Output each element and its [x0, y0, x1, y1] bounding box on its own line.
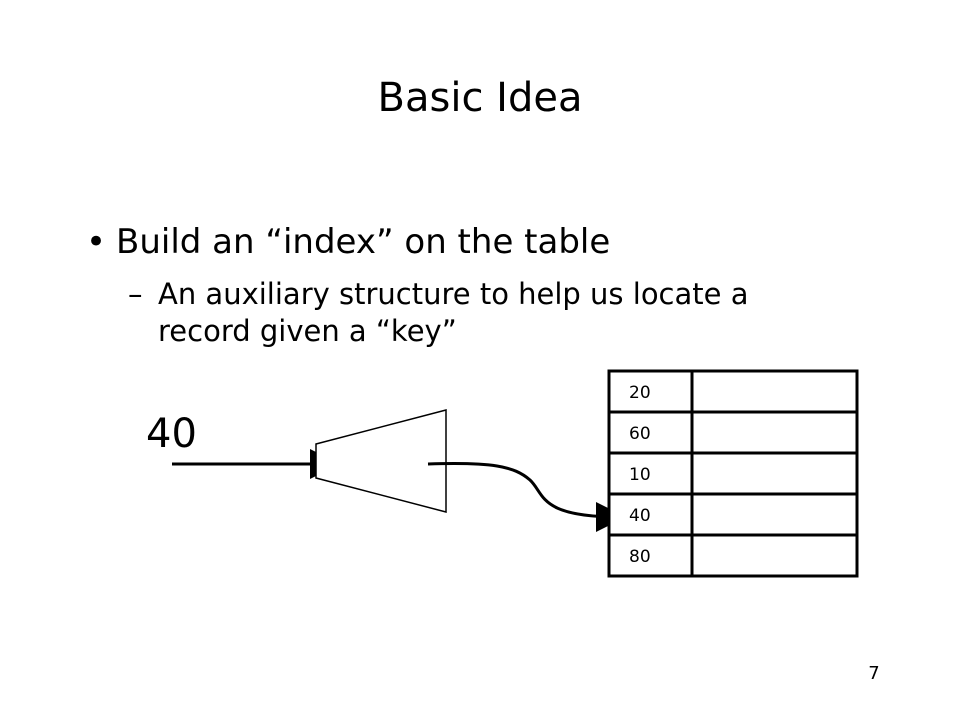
- sub-bullet: – An auxiliary structure to help us loca…: [128, 276, 848, 350]
- slide-title: Basic Idea: [377, 75, 583, 121]
- output-arrow: [427, 462, 626, 532]
- main-bullet: •Build an “index” on the table: [86, 220, 610, 264]
- sub-bullet-text: An auxiliary structure to help us locate…: [158, 277, 749, 348]
- index-structure-shape: [315, 409, 447, 513]
- page-number: 7: [868, 663, 880, 684]
- search-key-value: 40: [146, 411, 197, 457]
- record-table-border: [607, 369, 859, 578]
- table-cell-key: 40: [629, 506, 651, 526]
- table-cell-key: 20: [629, 383, 651, 403]
- table-cell-key: 10: [629, 465, 651, 485]
- bullet-marker: •: [86, 222, 107, 262]
- table-cell-key: 60: [629, 424, 651, 444]
- sub-bullet-marker: –: [128, 277, 143, 311]
- table-cell-key: 80: [629, 547, 651, 567]
- main-bullet-text: Build an “index” on the table: [116, 222, 611, 262]
